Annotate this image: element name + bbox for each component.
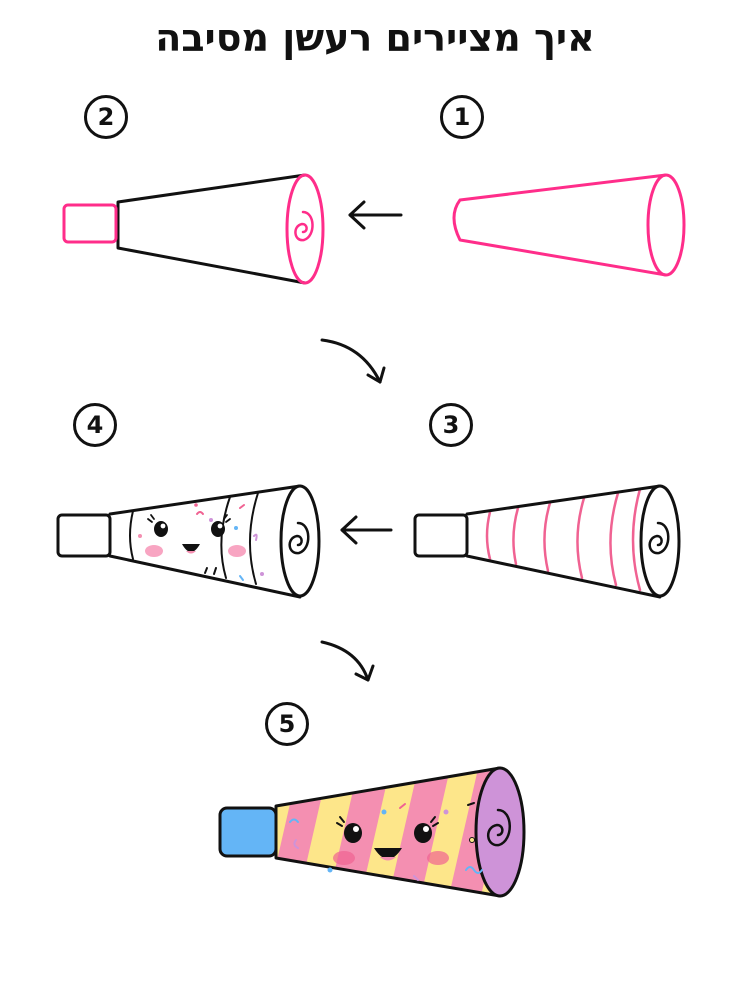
confetti [289,802,483,881]
cute-face [333,816,449,865]
arrow-left-icon [340,515,393,545]
arrow-left-icon [348,200,403,230]
step-number-2: 2 [84,95,128,139]
step-number-3: 3 [429,403,473,447]
step-number-5: 5 [265,702,309,746]
curved-arrow-icon [320,640,375,682]
step-5-drawing [218,766,526,898]
step-3-drawing [413,484,681,599]
step-number-4: 4 [73,403,117,447]
cute-face [145,514,246,557]
step-1-drawing [452,173,686,277]
confetti [138,503,264,581]
step-2-drawing [62,173,325,285]
step-number-1: 1 [440,95,484,139]
step-4-drawing [56,484,321,599]
curved-arrow-icon [320,338,386,384]
page-title: איך מציירים רעשן מסיבה [155,16,595,60]
